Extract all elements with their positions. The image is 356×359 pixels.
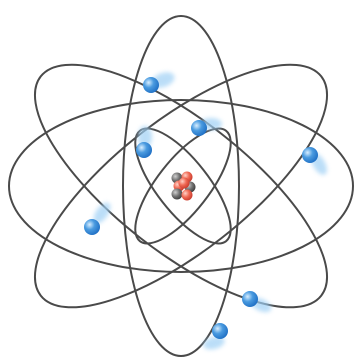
electron-icon <box>84 200 114 235</box>
proton <box>182 190 193 201</box>
electron-icon <box>302 147 330 177</box>
proton <box>179 178 190 189</box>
electrons <box>84 69 330 351</box>
electron-icon <box>191 118 222 136</box>
electron-icon <box>242 291 274 315</box>
electron-icon <box>136 126 152 158</box>
electron-icon <box>202 323 228 352</box>
nucleus-icon <box>172 172 196 201</box>
neutron <box>172 189 183 200</box>
electron-icon <box>143 69 177 93</box>
